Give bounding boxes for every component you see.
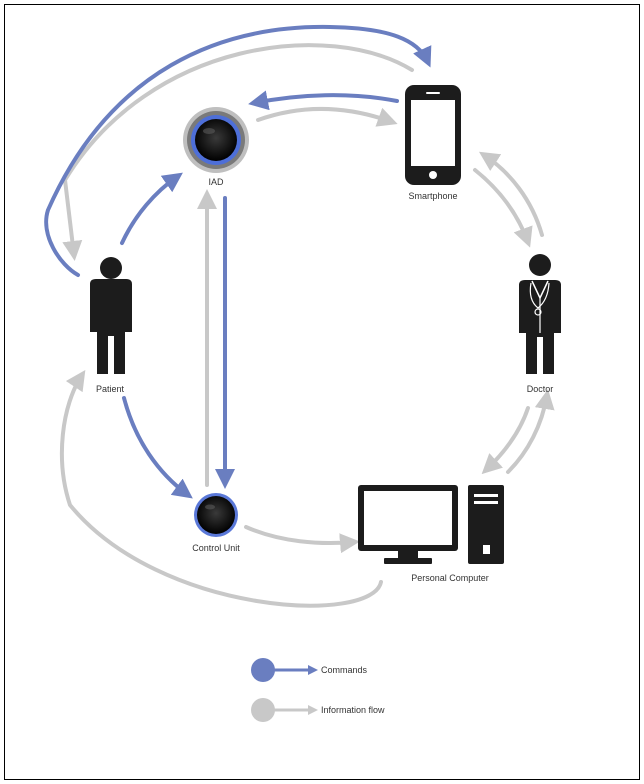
doctor-figure-icon [519, 254, 561, 374]
control-unit-node: Control Unit [192, 493, 240, 553]
info-arrow-pc-to-patient [60, 370, 383, 608]
doctor-node: Doctor [519, 254, 561, 394]
doctor-label: Doctor [527, 384, 554, 394]
information-flow-swatch [251, 698, 275, 722]
computer-tower-icon [468, 485, 504, 564]
info-arrow-control-unit-to-pc [244, 525, 360, 554]
iad-device-icon [183, 107, 249, 173]
control-unit-label: Control Unit [192, 543, 240, 553]
diagram-frame [4, 4, 640, 780]
info-arrow-doctor-to-pc [481, 406, 530, 475]
legend-commands-label: Commands [321, 665, 368, 675]
info-arrow-pc-to-doctor [506, 389, 555, 474]
personal-computer-node: Personal Computer [358, 485, 504, 583]
monitor-icon [358, 485, 458, 564]
legend-information-flow: Information flow [251, 698, 385, 722]
smartphone-label: Smartphone [408, 191, 457, 201]
commands-swatch [251, 658, 275, 682]
info-arrow-smartphone-to-patient [62, 43, 414, 261]
command-arrow-patient-to-smartphone [44, 24, 432, 277]
legend-information-flow-label: Information flow [321, 705, 385, 715]
iad-label: IAD [208, 177, 224, 187]
legend-commands: Commands [251, 658, 368, 682]
control-unit-device-icon [194, 493, 238, 537]
smartphone-node: Smartphone [405, 85, 461, 201]
command-arrow-patient-to-iad [120, 172, 183, 245]
info-arrow-smartphone-to-doctor [473, 168, 533, 248]
patient-figure-icon [90, 257, 132, 374]
command-arrow-smartphone-to-iad [248, 90, 399, 111]
legend: Commands Information flow [251, 658, 385, 722]
iad-node: IAD [183, 107, 249, 187]
patient-label: Patient [96, 384, 125, 394]
info-arrow-iad-to-smartphone [256, 107, 398, 127]
command-arrow-patient-to-control-unit [122, 396, 193, 499]
personal-computer-label: Personal Computer [411, 573, 489, 583]
info-arrow-doctor-to-smartphone [478, 151, 544, 237]
smartphone-icon [405, 85, 461, 185]
patient-node: Patient [90, 257, 132, 394]
